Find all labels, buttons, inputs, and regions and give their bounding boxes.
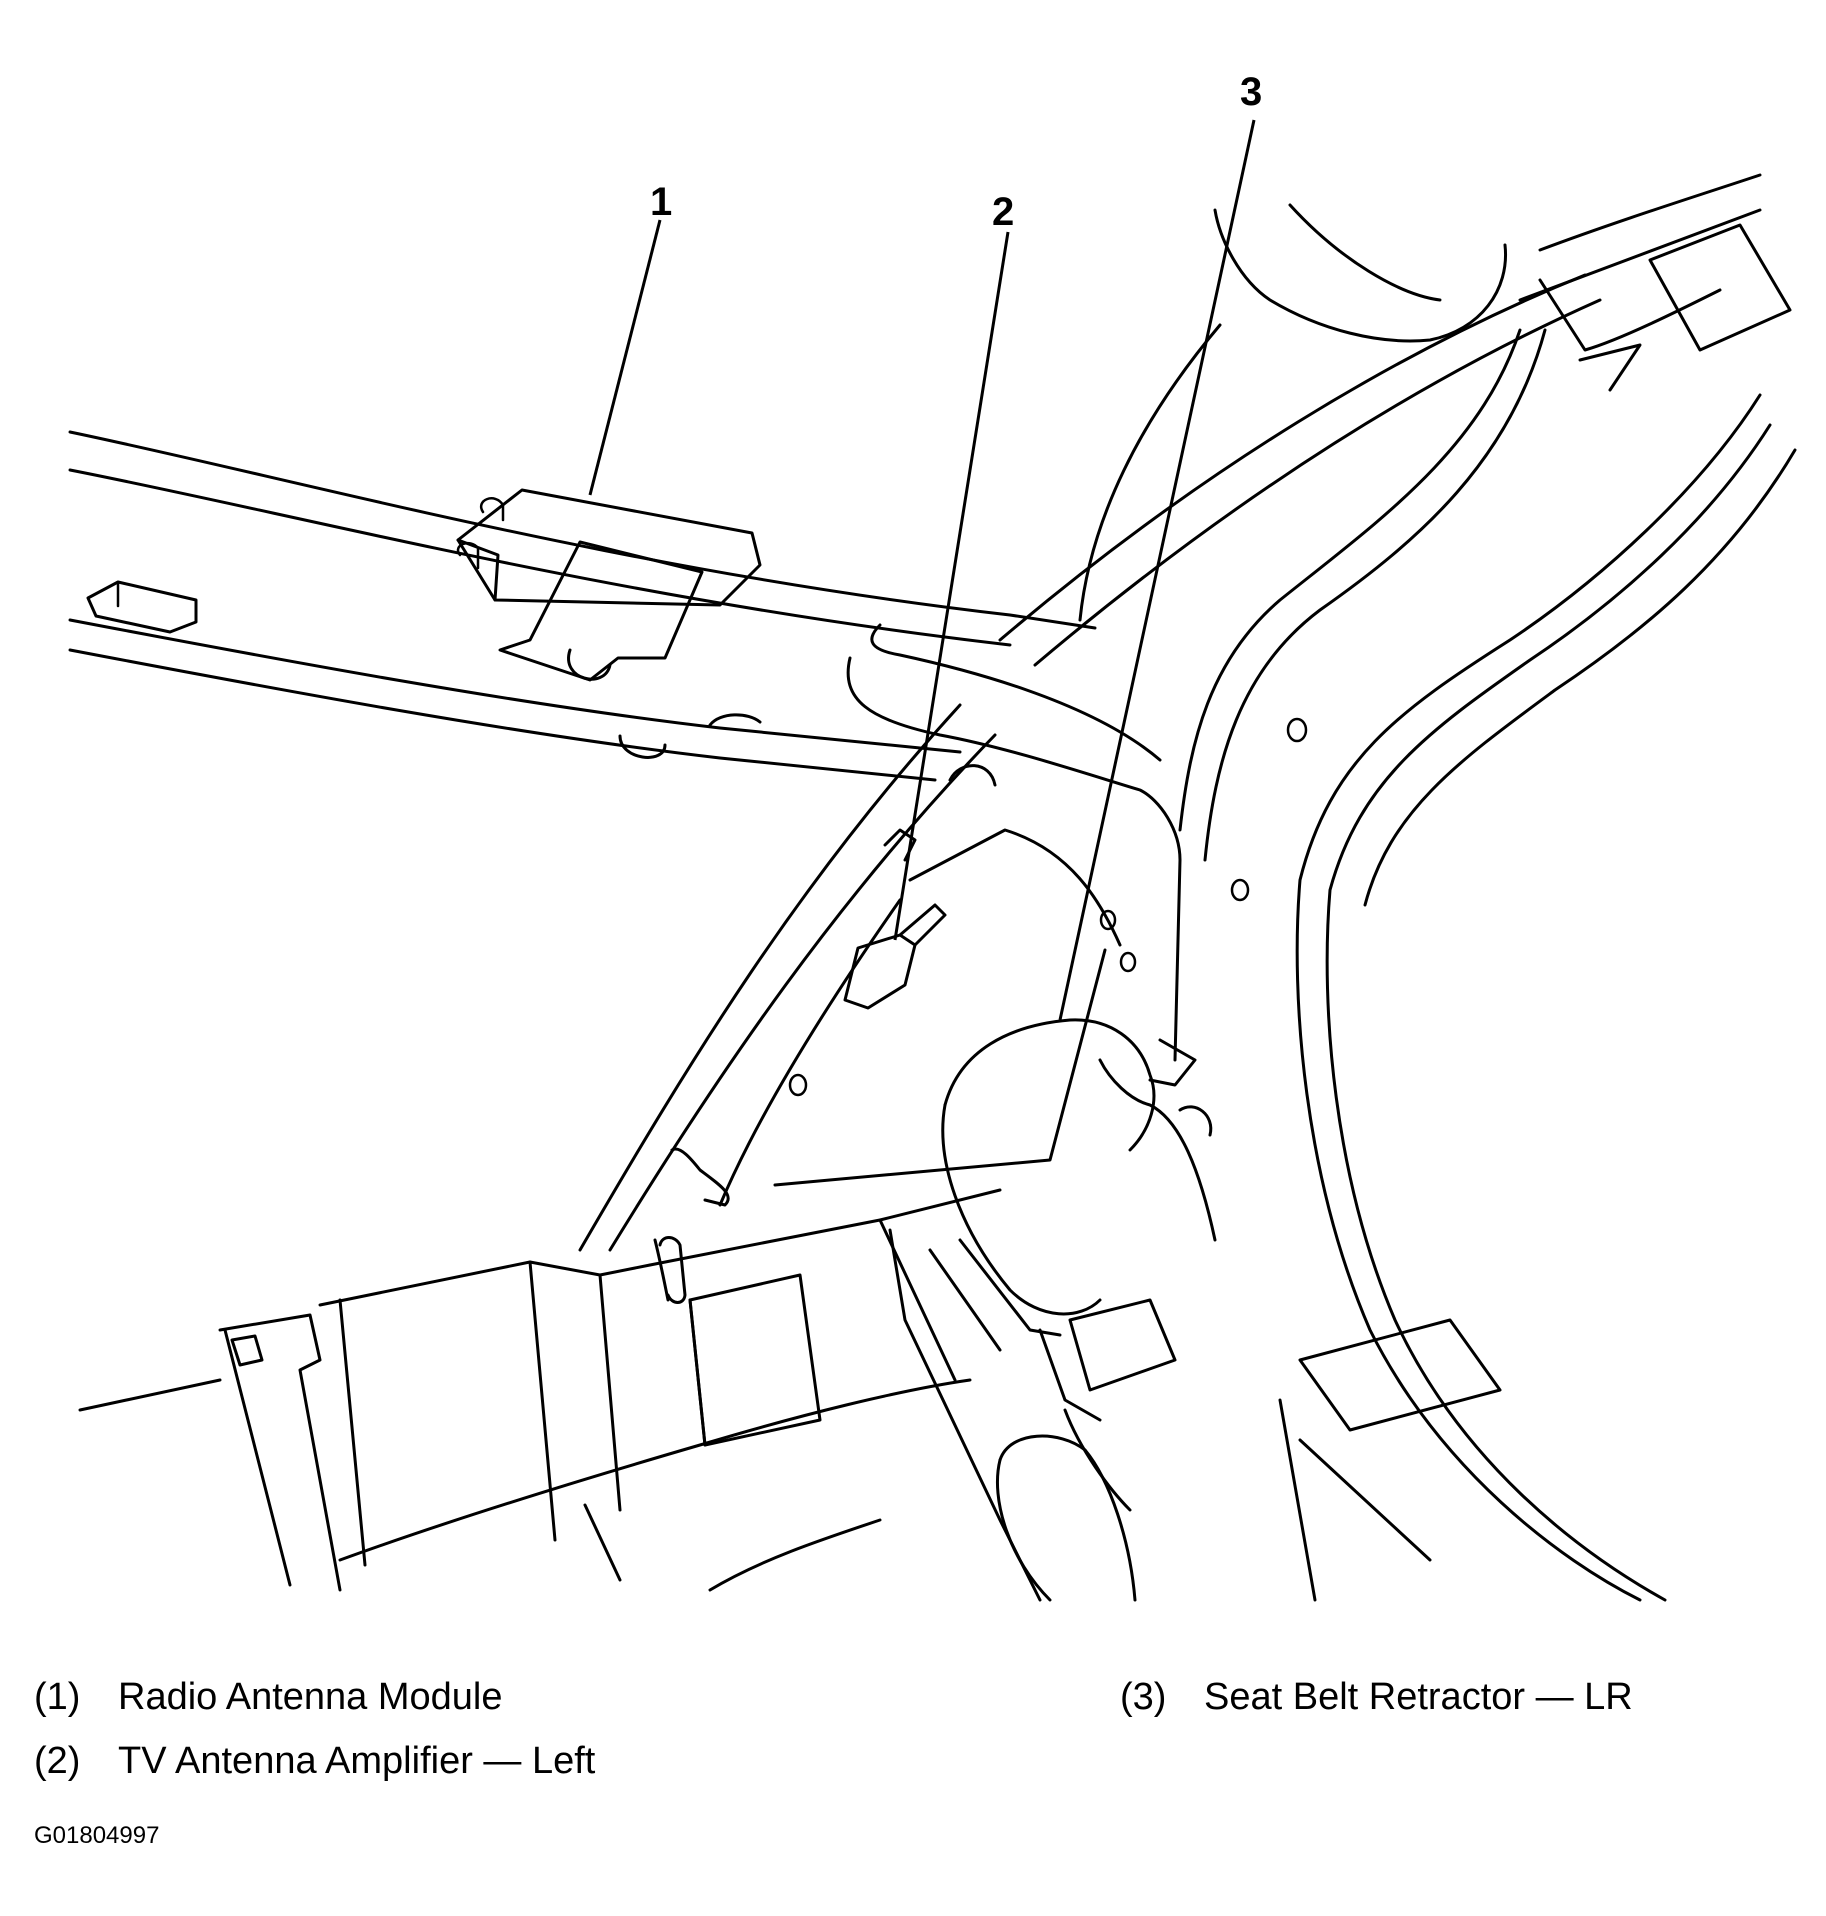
callout-1-leader: [588, 219, 662, 496]
figure-id: G01804997: [34, 1822, 160, 1849]
callout-2-number: 2: [992, 190, 1014, 234]
legend-item-radio-antenna-module: (1) Radio Antenna Module: [34, 1676, 503, 1719]
callout-2-leader: [893, 231, 1010, 941]
rear-trim: [78, 1188, 1137, 1602]
legend-code: (1): [34, 1676, 81, 1718]
legend-label: Radio Antenna Module: [118, 1676, 503, 1718]
legend-code: (2): [34, 1740, 81, 1782]
component-locator-diagram: 1 2 3: [68, 70, 1797, 1602]
legend-label: TV Antenna Amplifier — Left: [118, 1740, 596, 1782]
legend-item-seat-belt-retractor: (3) Seat Belt Retractor — LR: [1120, 1676, 1633, 1719]
callout-1-number: 1: [650, 180, 672, 224]
seat-belt-retractor: [941, 1018, 1217, 1392]
legend-label: Seat Belt Retractor — LR: [1204, 1676, 1633, 1718]
legend-code: (3): [1120, 1676, 1167, 1718]
rear-quarter-panel: [788, 173, 1797, 1602]
legend-item-tv-antenna-amplifier: (2) TV Antenna Amplifier — Left: [34, 1740, 595, 1783]
body-pillar: [578, 273, 1602, 1252]
radio-antenna-module: [456, 488, 762, 682]
callout-3-number: 3: [1240, 70, 1262, 114]
callout-3-leader: [1058, 119, 1256, 1021]
roof-rail: [68, 430, 1097, 782]
